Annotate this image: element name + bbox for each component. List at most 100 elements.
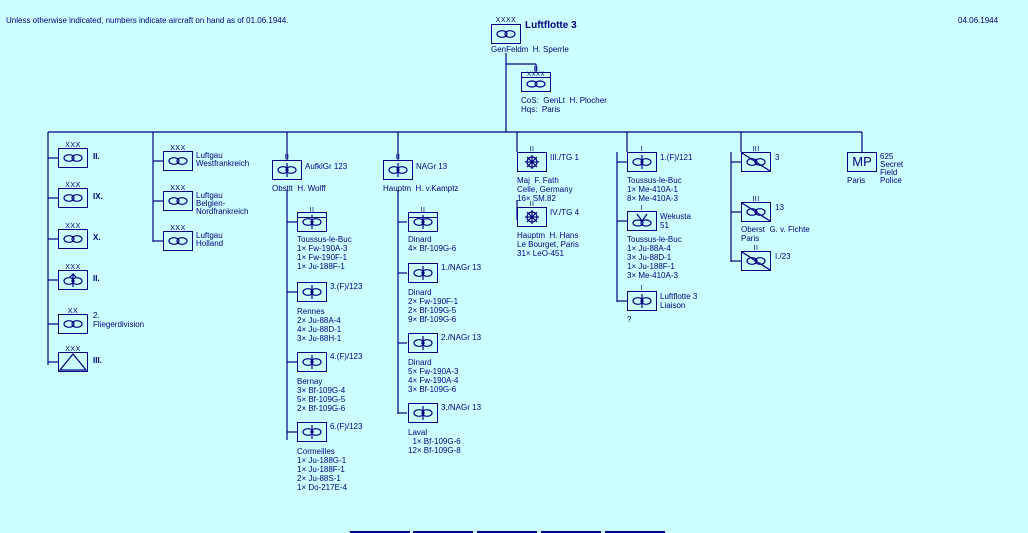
corps-symbol (58, 270, 88, 290)
unit-detail-line: 3× Ju-88D-1 (627, 253, 672, 262)
staffel-label: 3./NAGr 13 (441, 403, 482, 412)
staffel-symbol (297, 282, 327, 302)
unit-detail-line: 1× Ju-188F-1 (627, 262, 675, 271)
unit-detail-line: 5× Fw-190A-3 (408, 367, 459, 376)
unit-detail-line: Laval (408, 428, 428, 437)
corps-label: III. (93, 356, 102, 365)
echelon-mark: XXX (65, 264, 81, 271)
unit-detail-line: 2× Bf-109G-5 (408, 306, 457, 315)
staffel-label: 1.(F)/121 (660, 153, 693, 162)
corps-symbol (58, 148, 88, 168)
nav-tab[interactable] (605, 531, 665, 533)
unit-detail-line: 4× Fw-190A-4 (408, 376, 459, 385)
unit-detail-line: Toussus-le-Buc (297, 235, 352, 244)
luftgau-region: Westfrankreich (196, 159, 250, 168)
staffel-symbol (627, 291, 657, 311)
unit-detail-line: 5× Bf-109G-5 (297, 395, 346, 404)
unit-detail-line: 3× Ju-88H-1 (297, 334, 342, 343)
staffel-symbol (297, 352, 327, 372)
police-unit-number: 625 (880, 152, 894, 161)
unit-detail-line: Toussus-le-Buc (627, 176, 682, 185)
unit-detail-line: Dinard (408, 288, 432, 297)
nav-tab[interactable] (477, 531, 537, 533)
unit-detail-line: Toussus-le-Buc (627, 235, 682, 244)
staffel-label: 4.(F)/123 (330, 352, 363, 361)
air-unit-icon (302, 215, 322, 229)
luftgau-label: Luftgau (196, 231, 223, 240)
echelon-mark: XX (67, 308, 79, 315)
staffel-symbol (408, 403, 438, 423)
unit-detail-line: Hauptm H. Hans (517, 231, 579, 240)
echelon-mark: II (395, 154, 401, 161)
staffel-symbol (627, 152, 657, 172)
corps-label: IX. (93, 192, 103, 201)
luftgau-region: Nordfrankreich (196, 207, 249, 216)
military-police-symbol: MP (847, 152, 877, 172)
nav-tab[interactable] (541, 531, 601, 533)
unit-detail-line: 1× Ju-88A-4 (627, 244, 671, 253)
group-hq-symbol (297, 212, 327, 232)
unit-detail-line: 1× Do-217E-4 (297, 483, 348, 492)
corps-symbol (58, 188, 88, 208)
air-unit-icon (63, 320, 83, 328)
staffel-symbol (408, 333, 438, 353)
air-unit-icon (168, 197, 188, 205)
air-unit-icon (526, 80, 546, 88)
unit-detail-line: Oberst G. v. Fichte (741, 225, 810, 234)
group-commander: Obstlt H. Wolff (272, 184, 326, 193)
unit-detail-line: Maj F. Fath (517, 176, 559, 185)
weather-icon (632, 213, 652, 227)
unit-detail-line: 1× Ju-188G-1 (297, 456, 347, 465)
signals-symbol (741, 202, 771, 222)
air-unit-icon (388, 163, 408, 177)
unit-detail-line: ? (627, 315, 632, 324)
transport-symbol (517, 152, 547, 172)
unit-detail-line: 2× Ju-88A-4 (297, 316, 341, 325)
echelon-mark: I (640, 285, 644, 292)
group-hq-symbol (408, 212, 438, 232)
staffel-label: 1./NAGr 13 (441, 263, 482, 272)
unit-detail-line: 1× Fw-190F-1 (297, 253, 348, 262)
luftgau-region: Belgien- (196, 199, 226, 208)
air-unit-icon (168, 237, 188, 245)
luftgau-symbol (163, 151, 193, 171)
echelon-mark: III (752, 196, 760, 203)
hq-chief-of-staff: CoS: GenLt H. Plocher (521, 96, 607, 105)
echelon-mark: XXXX (495, 17, 517, 24)
echelon-mark: XXX (170, 185, 186, 192)
unit-detail-line: 4× Bf-109G-6 (408, 244, 457, 253)
division-name: Fliegerdivision (93, 320, 145, 329)
air-unit-icon (413, 406, 433, 420)
air-unit-icon (413, 336, 433, 350)
air-unit-icon (632, 294, 652, 308)
echelon-mark: III (752, 146, 760, 153)
top-unit-symbol (491, 24, 521, 44)
air-unit-icon (63, 235, 83, 243)
unit-detail-line: 3× Bf-109G-6 (408, 385, 457, 394)
top-unit-name: Luftflotte 3 (525, 20, 577, 31)
signals-label: I./23 (775, 252, 791, 261)
signals-icon (742, 153, 770, 171)
corps-symbol (58, 314, 88, 334)
luftgau-symbol (163, 231, 193, 251)
unit-detail-line: 9× Bf-109G-6 (408, 315, 457, 324)
unit-detail-line: 2× Fw-190F-1 (408, 297, 459, 306)
nav-tab[interactable] (413, 531, 473, 533)
unit-detail-line: Cormeilles (297, 447, 335, 456)
transport-label: IV./TG 4 (550, 208, 580, 217)
luftgau-region: Holland (196, 239, 224, 248)
echelon-mark: II (309, 207, 315, 214)
staffel-symbol (408, 263, 438, 283)
air-unit-icon (63, 273, 83, 287)
echelon-mark: XXX (65, 346, 81, 353)
signals-label: 3 (775, 153, 780, 162)
group-symbol (272, 160, 302, 180)
signals-symbol (741, 251, 771, 271)
nav-tab[interactable] (350, 531, 410, 533)
staffel-label: 6.(F)/123 (330, 422, 363, 431)
unit-detail-line: Bernay (297, 377, 323, 386)
air-unit-icon (413, 266, 433, 280)
staffel-label-2: Liaison (660, 301, 686, 310)
unit-detail-line: 2× Bf-109G-6 (297, 404, 346, 413)
